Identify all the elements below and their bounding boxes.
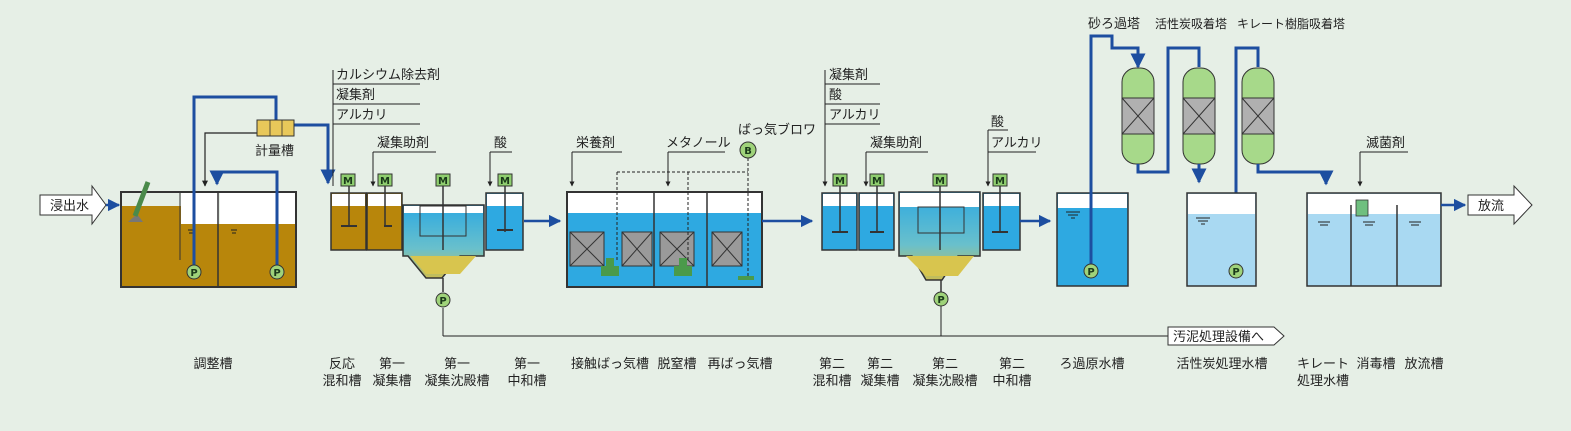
- metering-tank-label: 計量槽: [255, 143, 294, 159]
- caption-disinfection: 消毒槽: [1356, 357, 1395, 372]
- pump-label: P: [1087, 267, 1094, 278]
- caption-sed2-2: 凝集沈殿槽: [912, 373, 977, 389]
- blower-symbol: B: [744, 146, 752, 157]
- metering-tank: 計量槽: [255, 119, 295, 159]
- caption-coag2-1: 第二: [867, 357, 893, 372]
- chem-calcium-remover: カルシウム除去剤: [336, 67, 440, 83]
- motor-label: M: [872, 176, 882, 187]
- pump-clarifier-2: P: [933, 291, 949, 307]
- caption-mix2-1: 第二: [819, 357, 845, 372]
- caption-carbon-water: 活性炭処理水槽: [1176, 357, 1267, 372]
- sludge-line: 汚泥処理設備へ: [442, 278, 1285, 346]
- sludge-label: 汚泥処理設備へ: [1173, 329, 1264, 345]
- biological-group: [566, 151, 763, 288]
- caption-contact-aeration: 接触ばっ気槽: [571, 356, 649, 372]
- tower-sand-label: 砂ろ過塔: [1088, 17, 1140, 32]
- motor-label: M: [835, 176, 845, 187]
- chem-nutrient: 栄養剤: [576, 135, 615, 151]
- caption-coag1-1: 第一: [379, 357, 405, 372]
- motor-8: M: [992, 173, 1008, 187]
- outlet-arrow: 放流: [1467, 184, 1533, 226]
- caption-sed2-1: 第二: [932, 357, 958, 372]
- carbon-water-tank: [1186, 192, 1257, 287]
- outlet-label: 放流: [1478, 199, 1504, 214]
- caption-chelate-2: 処理水槽: [1297, 374, 1349, 389]
- blower-label: ばっ気ブロワ: [738, 122, 816, 138]
- chem-acid-1: 酸: [494, 136, 507, 151]
- second-chem-leaders: [822, 70, 1036, 187]
- chem-disinfectant: 滅菌剤: [1366, 135, 1405, 151]
- pump-label: P: [439, 296, 446, 307]
- caption-coag2-2: 凝集槽: [860, 373, 899, 389]
- motor-label: M: [380, 176, 390, 187]
- blower: B: [739, 141, 757, 159]
- inlet-label: 浸出水: [50, 199, 89, 214]
- pump-carbon: P: [1228, 263, 1244, 279]
- pump-filter: P: [1083, 263, 1099, 279]
- chem-alkali-3: アルカリ: [991, 136, 1042, 151]
- inlet-arrow: 浸出水: [39, 184, 107, 226]
- motor-4: M: [497, 173, 513, 187]
- caption-neut2-2: 中和槽: [992, 374, 1031, 389]
- chem-acid-3: 酸: [991, 115, 1004, 130]
- final-tanks: [1306, 151, 1442, 287]
- caption-sed1-2: 凝集沈殿槽: [424, 373, 489, 389]
- first-chem-leaders: [332, 70, 512, 187]
- pump-adjust-2: P: [269, 264, 285, 280]
- caption-coag1-2: 凝集槽: [372, 373, 411, 389]
- pump-clarifier-1: P: [435, 292, 451, 308]
- motor-7: M: [932, 173, 948, 187]
- chem-coag-aid-2: 凝集助剤: [870, 135, 922, 151]
- chem-coag-aid-1: 凝集助剤: [377, 135, 429, 151]
- pump-label: P: [273, 268, 280, 279]
- motor-3: M: [435, 173, 451, 187]
- second-reaction-group: [821, 180, 1021, 292]
- tower-carbon-label: 活性炭吸着塔: [1155, 16, 1227, 31]
- motor-label: M: [343, 176, 353, 187]
- caption-neut1-1: 第一: [514, 357, 540, 372]
- motor-label: M: [935, 176, 945, 187]
- caption-neut1-2: 中和槽: [507, 374, 546, 389]
- pipe-to-sand-filter: [1089, 34, 1146, 265]
- caption-chelate-1: キレート: [1297, 357, 1349, 372]
- caption-adjustment: 調整槽: [193, 357, 232, 372]
- tower-sand: [1121, 67, 1155, 165]
- chem-alkali-1: アルカリ: [336, 108, 387, 123]
- caption-re-aeration: 再ばっ気槽: [707, 356, 772, 372]
- caption-discharge: 放流槽: [1404, 357, 1443, 372]
- motor-6: M: [869, 173, 885, 187]
- motor-label: M: [995, 176, 1005, 187]
- tower-chelate: [1241, 67, 1275, 165]
- motor-5: M: [832, 173, 848, 187]
- chem-alkali-2: アルカリ: [829, 108, 880, 123]
- pump-label: P: [190, 268, 197, 279]
- chem-coagulant-1: 凝集剤: [336, 87, 375, 103]
- caption-filter-feed: ろ過原水槽: [1059, 357, 1124, 372]
- tower-chelate-label: キレート樹脂吸着塔: [1237, 16, 1345, 31]
- first-reaction-group: [330, 180, 524, 279]
- tank-captions: 調整槽 反応 混和槽 第一 凝集槽 第一 凝集沈殿槽 第一 中和槽 接触ばっ気槽…: [193, 356, 1443, 389]
- motor-label: M: [438, 176, 448, 187]
- motor-label: M: [500, 176, 510, 187]
- tower-carbon: [1182, 67, 1216, 165]
- pump-label: P: [1232, 267, 1239, 278]
- motor-2: M: [377, 173, 393, 187]
- pump-label: P: [937, 295, 944, 306]
- adjustment-piping: [192, 95, 336, 265]
- caption-denitrification: 脱窒槽: [657, 356, 696, 372]
- tower-piping: [1136, 46, 1334, 265]
- caption-sed1-1: 第一: [444, 357, 470, 372]
- chem-methanol: メタノール: [666, 136, 731, 151]
- chem-acid-2: 酸: [829, 88, 842, 103]
- adjustment-tank: [120, 181, 297, 288]
- caption-mix2-2: 混和槽: [812, 374, 851, 389]
- caption-reaction-2: 混和槽: [322, 374, 361, 389]
- caption-reaction-1: 反応: [329, 357, 355, 372]
- caption-neut2-1: 第二: [999, 357, 1025, 372]
- pump-adjust-1: P: [186, 264, 202, 280]
- chem-coagulant-2: 凝集剤: [829, 67, 868, 83]
- motor-1: M: [340, 173, 356, 187]
